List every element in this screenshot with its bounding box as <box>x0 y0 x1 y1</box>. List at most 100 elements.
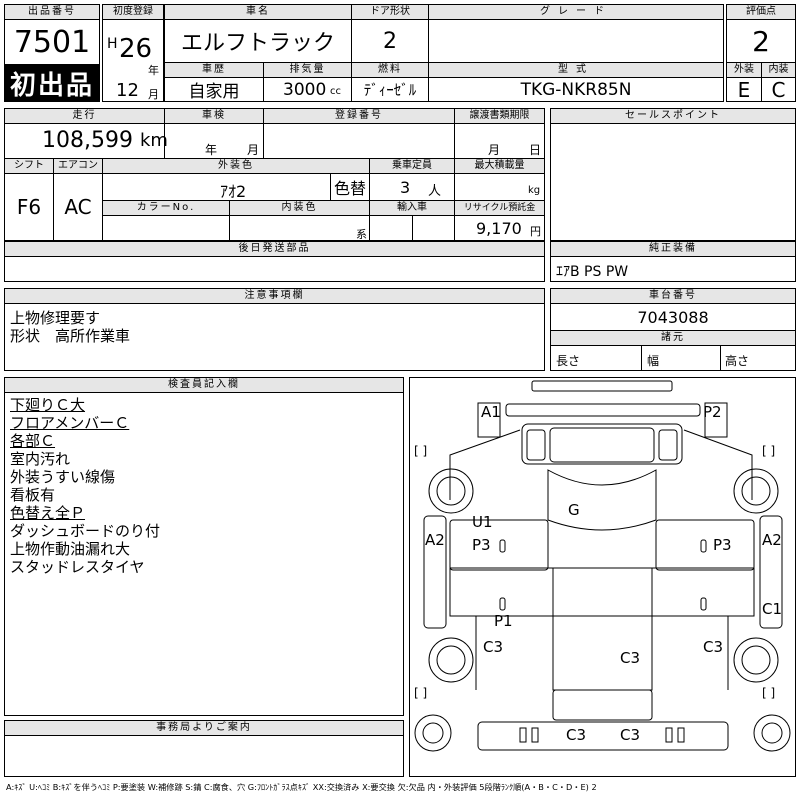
int-color-box <box>229 215 370 241</box>
chassis-number: 7043088 <box>550 303 796 331</box>
diag-mark-c1: C1 <box>762 600 782 618</box>
diag-bracket: [ ] <box>414 444 427 458</box>
interior-label: 内装 <box>761 62 796 78</box>
door: 2 <box>351 19 429 63</box>
inspector-line: 各部Ｃ <box>10 432 56 450</box>
displacement: 3000 <box>283 80 327 100</box>
inspector-line: 看板有 <box>10 486 56 504</box>
office-label: 事務局よりご案内 <box>4 720 404 736</box>
car-name: エルフトラック <box>164 19 352 63</box>
mileage-label: 走行 <box>4 108 165 124</box>
ac-label: エアコン <box>53 158 103 174</box>
inspector-lines: 下廻りＣ大 フロアメンバーＣ 各部Ｃ 室内汚れ 外装うすい線傷 看板有 色替え全… <box>10 396 160 576</box>
caution-lines: 上物修理要す 形状 高所作業車 <box>10 309 130 345</box>
recycle-unit: 円 <box>530 225 541 238</box>
diag-mark-p3-right: P3 <box>713 536 732 554</box>
diag-mark-a1: A1 <box>481 403 501 421</box>
reg-year-unit: 年 <box>148 64 159 77</box>
inspector-line: フロアメンバーＣ <box>10 414 130 432</box>
office-box <box>4 735 404 777</box>
import-box-a <box>369 215 413 241</box>
model: TKG-NKR85N <box>428 77 724 102</box>
shift-label: シフト <box>4 158 54 174</box>
exterior-grade: E <box>726 77 762 102</box>
legend-footer: A:ｷｽﾞ U:ﾍｺﾐ B:ｷｽﾞを伴うﾍｺﾐ P:要塗装 W:補修跡 S:錆 … <box>6 782 597 792</box>
diag-bracket: [ ] <box>762 686 775 700</box>
reg-year: 26 <box>119 34 153 64</box>
diag-mark-a2-right: A2 <box>762 531 782 549</box>
interior-grade: C <box>761 77 796 102</box>
diag-mark-p1: P1 <box>494 612 513 630</box>
recycle-fee: 9,170 <box>476 219 522 238</box>
diag-mark-p2: P2 <box>703 403 722 421</box>
reg-month-unit: 月 <box>148 88 159 101</box>
recycle-box <box>454 215 545 241</box>
capacity: 3 <box>400 178 411 197</box>
load-unit: kg <box>528 185 541 196</box>
diag-mark-c3-left: C3 <box>483 638 503 656</box>
fuel: ﾃﾞｨｰｾﾞﾙ <box>351 77 429 102</box>
diag-mark-u1: U1 <box>472 513 493 531</box>
grade-label: グレード <box>428 4 724 20</box>
equipment-label: 純正装備 <box>550 241 796 257</box>
recycle-label: リサイクル預託金 <box>454 200 545 216</box>
score-label: 評価点 <box>726 4 796 20</box>
inspection-year-unit: 年 <box>205 143 218 157</box>
import-label: 輸入車 <box>369 200 455 216</box>
displacement-label: 排気量 <box>263 62 352 78</box>
inspector-line: 室内汚れ <box>10 450 71 468</box>
diag-mark-g: G <box>568 501 580 519</box>
inspector-line: ダッシュボードのり付 <box>10 522 161 540</box>
diag-mark-c3-center: C3 <box>620 649 640 667</box>
caution-line: 形状 高所作業車 <box>10 327 131 345</box>
exterior-label: 外装 <box>726 62 762 78</box>
lot-number: 7501 <box>4 19 100 65</box>
era: H <box>107 36 118 52</box>
color-label: 外装色 <box>102 158 370 174</box>
history: 自家用 <box>164 77 264 102</box>
spec-label: 諸元 <box>550 330 796 346</box>
equipment: ｴｱB PS PW <box>556 264 629 280</box>
mileage: 108,599 <box>42 128 133 153</box>
chassis-label: 車台番号 <box>550 288 796 304</box>
transfer-day-unit: 日 <box>529 143 542 157</box>
reg-no-label: 登録番号 <box>263 108 455 124</box>
inspector-box <box>4 392 404 716</box>
repaint-mark: 色替 <box>330 173 370 201</box>
ac: AC <box>53 173 103 241</box>
inspection-month-unit: 月 <box>247 143 260 157</box>
first-reg-label: 初度登録 <box>102 4 164 20</box>
exterior-color: ｱｵ2 <box>220 182 247 201</box>
height-box <box>720 345 796 371</box>
diag-bracket: [ ] <box>762 444 775 458</box>
inspector-line: 上物作動油漏れ大 <box>10 540 131 558</box>
sales-point-label: セールスポイント <box>550 108 796 124</box>
fuel-label: 燃料 <box>351 62 429 78</box>
caution-line: 上物修理要す <box>10 309 101 327</box>
transfer-month-unit: 月 <box>488 143 501 157</box>
capacity-box <box>369 173 455 201</box>
color-no-box <box>102 215 230 241</box>
transfer-label: 譲渡書類期限 <box>454 108 545 124</box>
inspector-line: 色替え全Ｐ <box>10 504 86 522</box>
door-label: ドア形状 <box>351 4 429 20</box>
grade <box>428 19 724 63</box>
later-parts-label: 後日発送部品 <box>4 241 545 257</box>
import-box-b <box>412 215 455 241</box>
sales-point-box <box>550 123 796 241</box>
diag-mark-c3-bottom1: C3 <box>566 726 586 744</box>
height-label: 高さ <box>725 354 750 368</box>
reg-no-box <box>263 123 455 159</box>
equipment-box <box>550 256 796 282</box>
length-label: 長さ <box>556 354 581 368</box>
shift: F6 <box>4 173 54 241</box>
vehicle-diagram-frame <box>409 377 796 777</box>
score: 2 <box>726 19 796 63</box>
diag-mark-c3-right: C3 <box>703 638 723 656</box>
load-label: 最大積載量 <box>454 158 545 174</box>
first-reg-box <box>102 19 164 102</box>
car-name-label: 車名 <box>164 4 352 20</box>
inspection-label: 車検 <box>164 108 264 124</box>
caution-box <box>4 303 545 371</box>
mileage-unit: km <box>140 130 168 151</box>
